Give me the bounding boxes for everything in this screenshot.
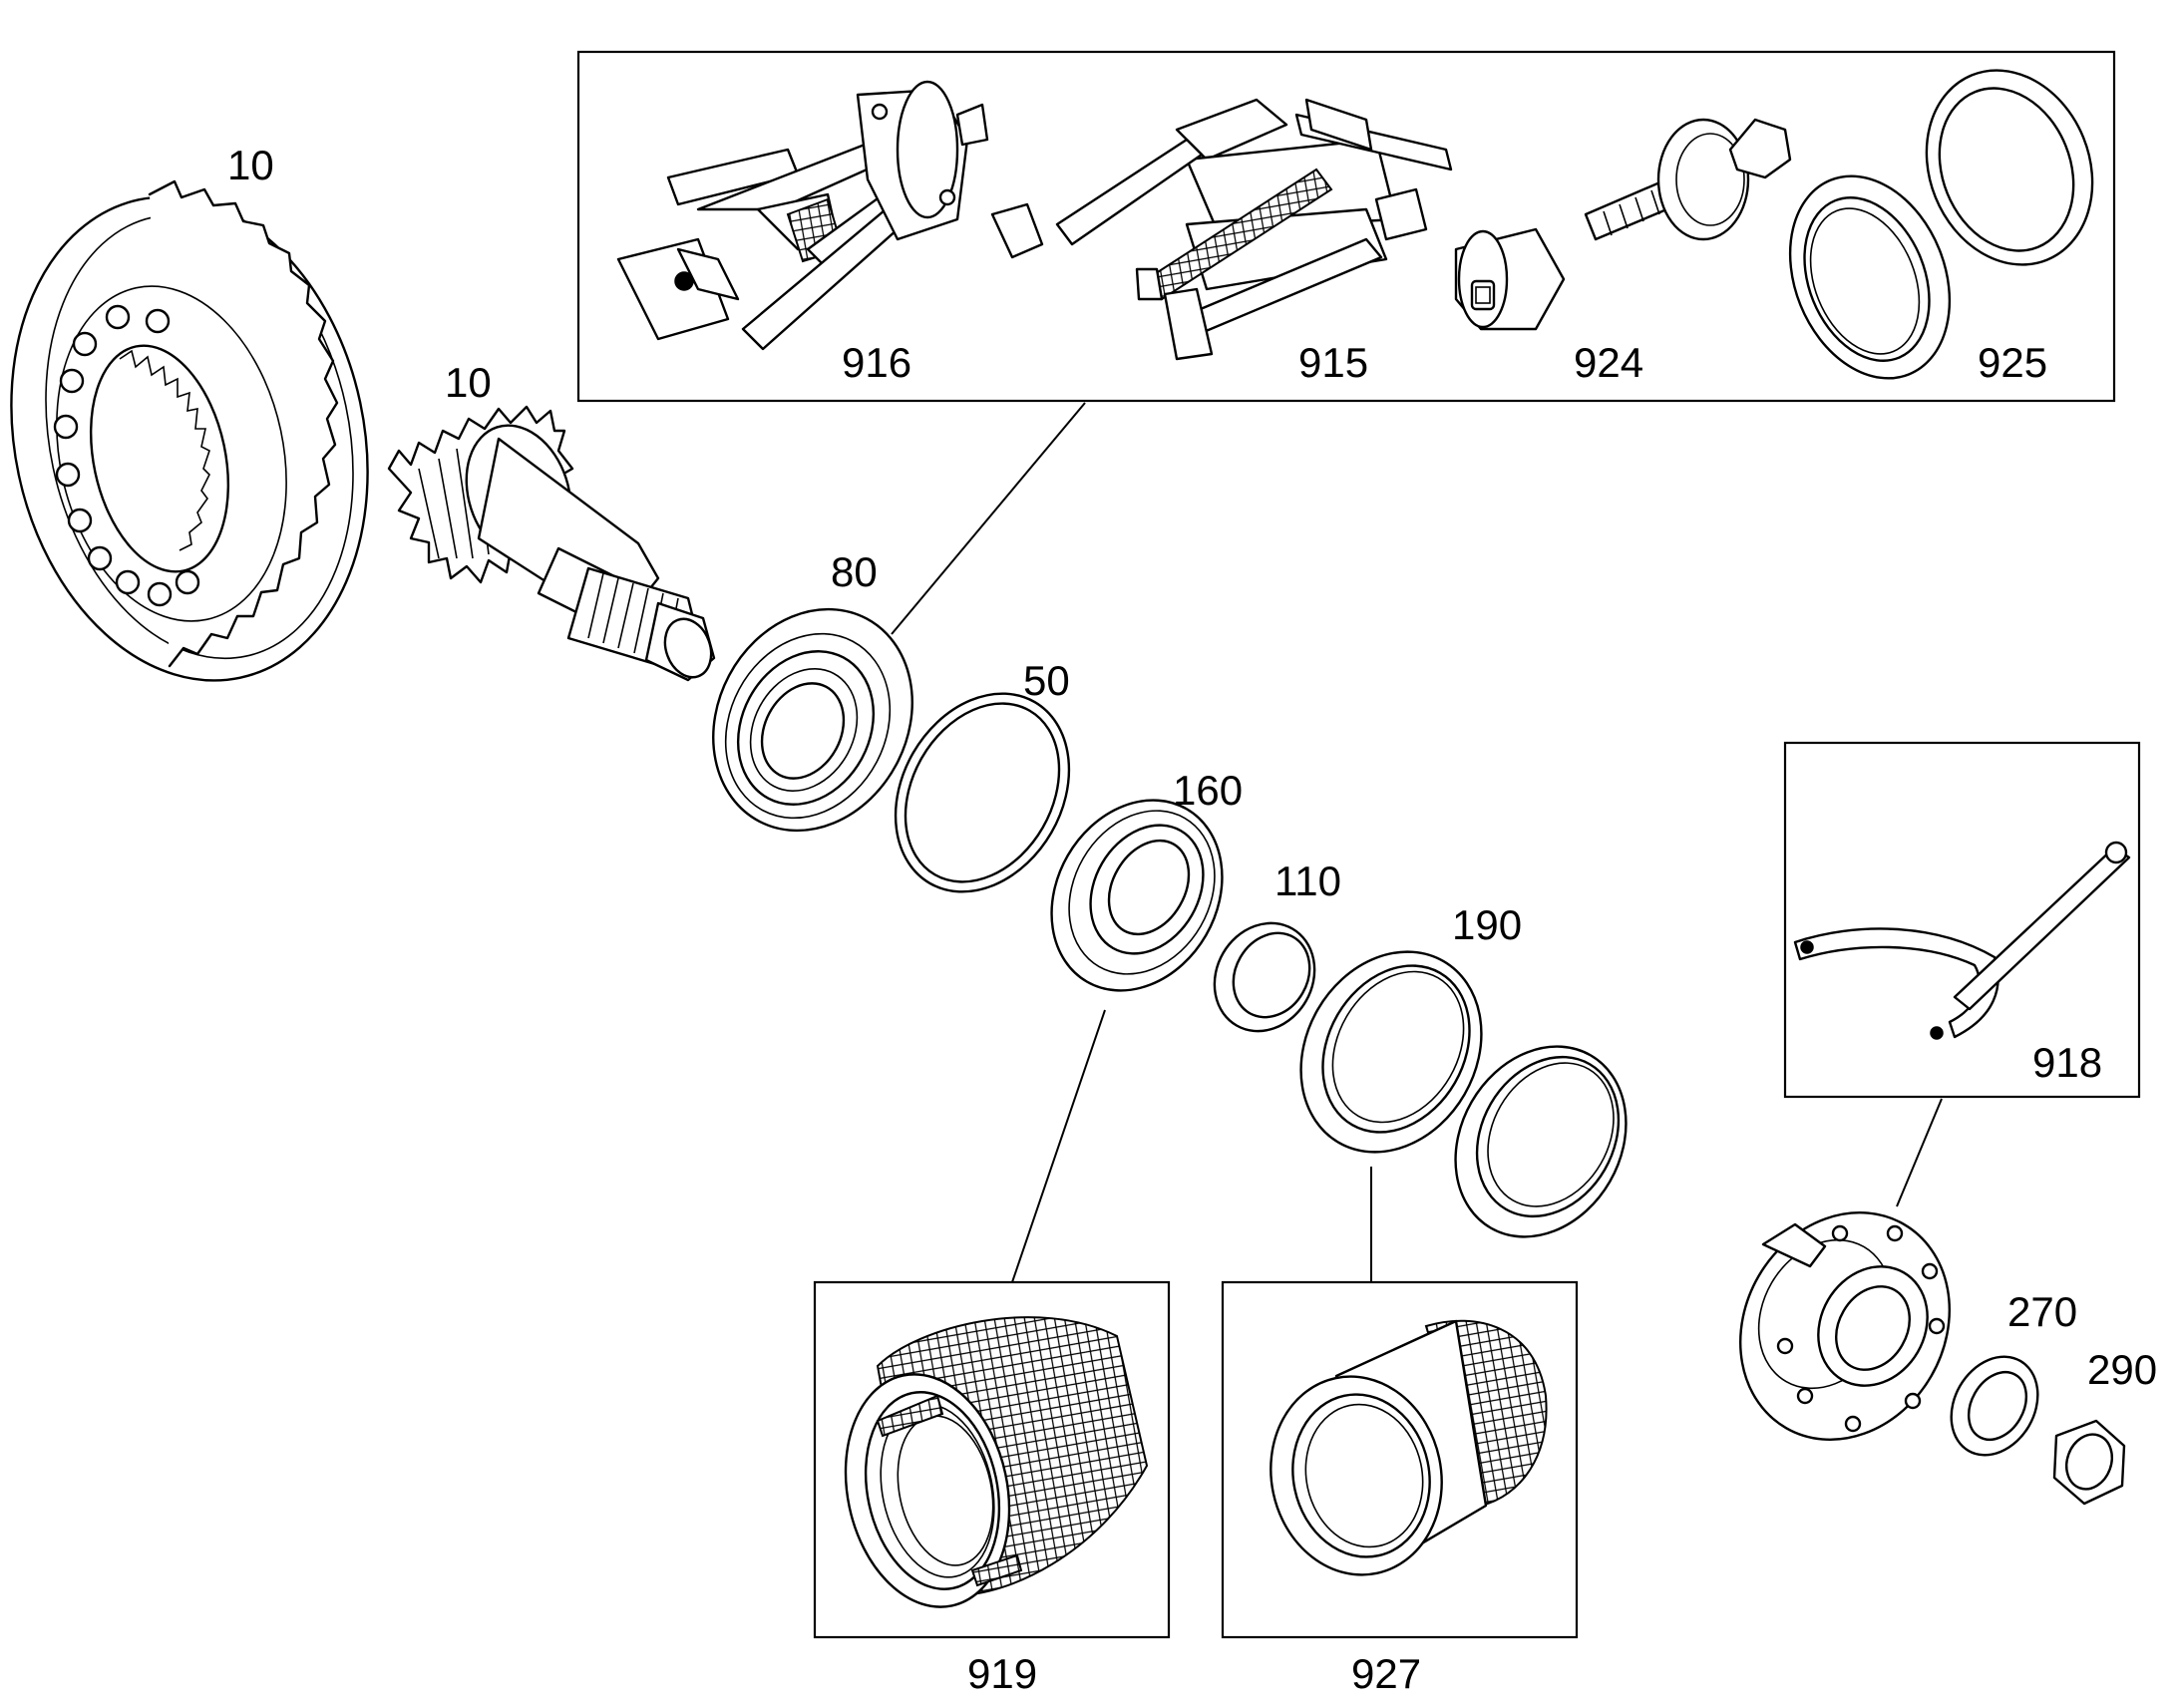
- bearing-80: [712, 607, 913, 833]
- callout-tool-924: 924: [1574, 339, 1643, 386]
- callout-spacer-110: 110: [1274, 857, 1341, 904]
- tool-box-919: [813, 1280, 1171, 1639]
- callout-tool-919: 919: [967, 1650, 1037, 1697]
- ring-50: [894, 692, 1071, 893]
- tool-919-sleeve: [844, 1316, 1149, 1608]
- tool-box-pullers: [576, 50, 2116, 403]
- leader-160-919: [1011, 1009, 1106, 1283]
- tool-918-spanner: [1793, 841, 2131, 1040]
- ring-gear: [10, 179, 369, 682]
- callout-tool-925: 925: [1978, 339, 2047, 386]
- tool-box-927: [1221, 1280, 1579, 1639]
- output-flange: [1739, 1211, 1951, 1441]
- callout-tool-918: 918: [2032, 1039, 2102, 1086]
- tool-927-driver: [1270, 1319, 1548, 1576]
- tool-915-puller: [990, 98, 1453, 361]
- callout-ring-50: 50: [1023, 657, 1070, 704]
- callout-tool-915: 915: [1298, 339, 1368, 386]
- seal-ring: [1454, 1045, 1628, 1238]
- bearing-160: [1050, 799, 1224, 992]
- callout-washer-270: 270: [2007, 1288, 2077, 1335]
- leader-80-pullers: [891, 402, 1086, 635]
- callout-bearing-80: 80: [831, 548, 878, 595]
- tool-925-rings: [1788, 69, 2094, 380]
- tool-924-adapter: [1454, 227, 1566, 331]
- callout-seal-190: 190: [1452, 901, 1522, 948]
- callout-pinion: 10: [445, 359, 492, 406]
- nut-290: [2052, 1419, 2126, 1506]
- tool-916-puller: [616, 80, 989, 351]
- washer-270: [1950, 1355, 2039, 1457]
- tool-924-bolt: [1584, 118, 1792, 241]
- tool-box-918: [1783, 741, 2141, 1099]
- callout-tool-927: 927: [1351, 1650, 1421, 1697]
- seal-190: [1299, 950, 1483, 1154]
- callout-ring-gear: 10: [227, 142, 274, 188]
- spacer-110: [1213, 921, 1316, 1033]
- callout-tool-916: 916: [842, 339, 911, 386]
- leader-918-flange: [1896, 1098, 1943, 1207]
- callout-nut-290: 290: [2087, 1346, 2157, 1393]
- pinion-shaft: [387, 405, 716, 682]
- callout-bearing-160: 160: [1173, 767, 1243, 814]
